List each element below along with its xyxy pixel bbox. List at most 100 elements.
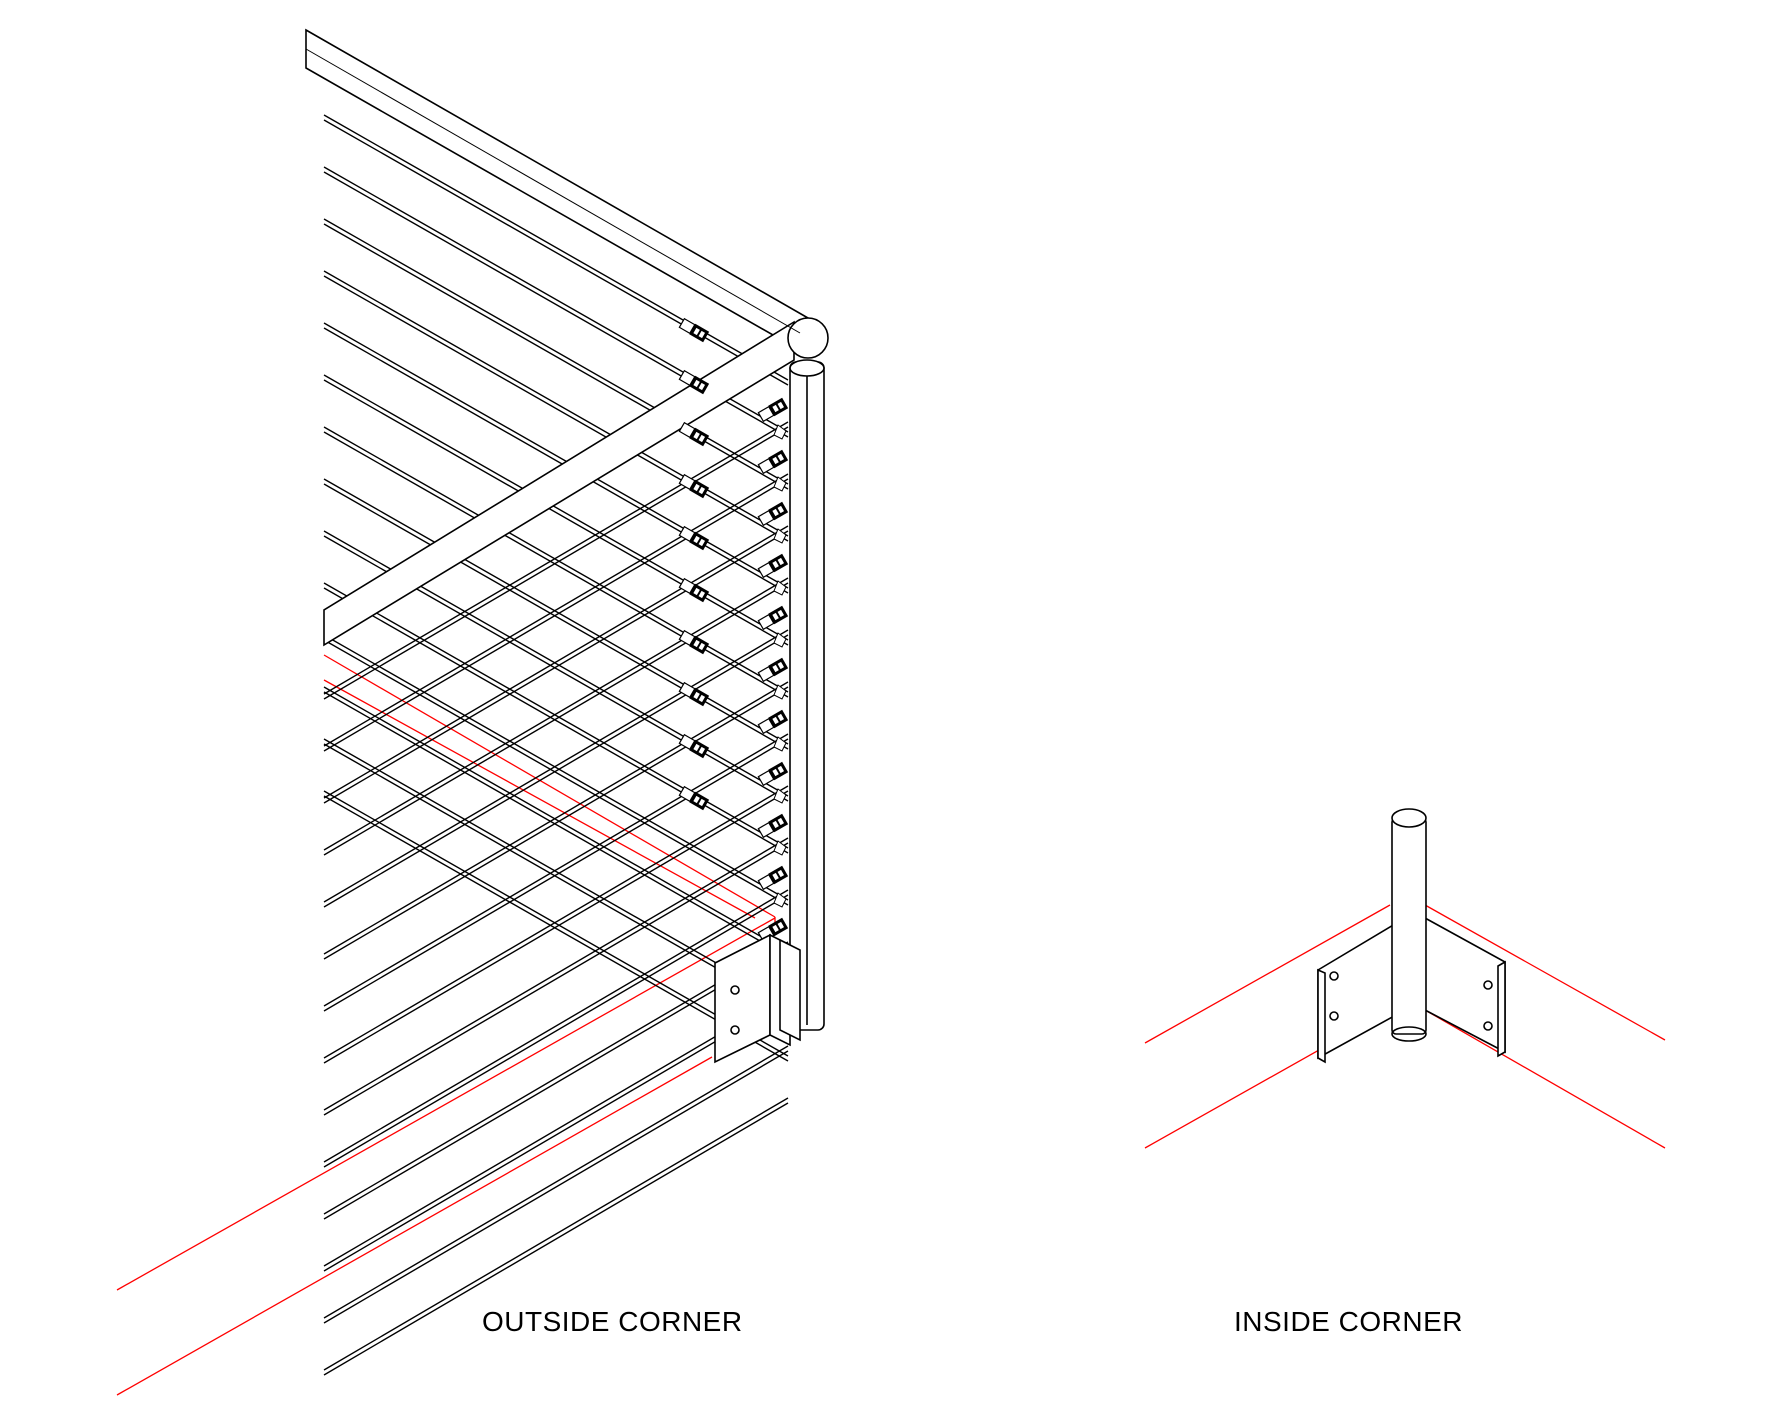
tensioner-right-8-window-b: [777, 765, 785, 774]
cable-right-2: [323, 473, 789, 747]
tensioner-right-9-window-b: [777, 817, 785, 826]
inside-post-tube: [1391, 817, 1427, 1035]
inside-plate-left-edge: [1317, 968, 1326, 1064]
tensioner-right-7-body: [768, 709, 789, 729]
cable-right-edge-2: [323, 478, 789, 752]
cable-left-edge-10: [323, 587, 789, 854]
tensioner-left-7: [678, 629, 710, 655]
tensioner-left-4-window-a: [693, 483, 700, 492]
tensioner-right-clip-8: [773, 788, 787, 804]
tensioner-right-10-body: [768, 865, 789, 885]
tensioner-right-6-body: [768, 657, 789, 677]
tensioner-left-3: [678, 421, 710, 447]
tensioner-right-2: [757, 449, 789, 475]
cable-left-12: [323, 686, 789, 953]
tensioner-right-11-window-b: [777, 921, 785, 930]
bracket-flange: [779, 938, 801, 1042]
tensioner-left-5-window-a: [693, 535, 700, 544]
tensioner-right-11-window-a: [772, 924, 779, 933]
cable-right-edge-7: [323, 738, 789, 1012]
tensioner-left-7-body: [689, 635, 710, 655]
cable-left-edge-8: [323, 483, 789, 750]
cable-right-edge-5: [323, 634, 789, 908]
mounting-bracket-outside: [714, 933, 801, 1064]
tensioner-right-2-window-b: [777, 453, 785, 462]
tensioner-right-7-sleeve: [757, 717, 775, 735]
handrail-back-run: [305, 28, 809, 357]
cable-right-edge-4: [323, 582, 789, 856]
tensioner-right-7: [757, 709, 789, 735]
cable-right-edge-13: [323, 1050, 789, 1324]
cable-right-edge-1: [323, 426, 789, 700]
cable-left-edge-12: [323, 691, 789, 958]
cable-left-10: [323, 582, 789, 849]
tensioner-right-5-sleeve: [757, 613, 775, 631]
tensioner-right-clip-6: [773, 684, 787, 700]
tensioner-left-1-body: [689, 323, 710, 343]
tensioner-left-6-sleeve: [678, 577, 696, 595]
cable-left-edge-11: [323, 639, 789, 906]
cable-right-13: [323, 1045, 789, 1319]
cable-right-edge-12: [323, 998, 789, 1272]
tensioner-left-3-window-b: [698, 434, 706, 443]
inside-plate-right: [1424, 916, 1506, 1054]
deck-edge-line-6: [1144, 904, 1391, 1044]
cable-left-1: [323, 114, 789, 381]
tensioner-right-11: [757, 917, 789, 943]
handrail-corner-elbow: [787, 317, 829, 359]
tensioner-left-9: [678, 733, 710, 759]
tensioner-right-4-window-a: [772, 560, 779, 569]
tensioner-left-5-body: [689, 531, 710, 551]
tensioner-right-1-window-a: [772, 404, 779, 413]
tensioner-right-clip-1: [773, 424, 787, 440]
tensioner-left-2-sleeve: [678, 369, 696, 387]
tensioner-left-6: [678, 577, 710, 603]
cable-left-8: [323, 478, 789, 745]
inside-post-top-cap: [1391, 808, 1427, 828]
tensioner-left-4-sleeve: [678, 473, 696, 491]
tensioner-right-8-body: [768, 761, 789, 781]
tensioner-left-3-sleeve: [678, 421, 696, 439]
tensioner-left-10-window-a: [693, 795, 700, 804]
tensioner-left-5: [678, 525, 710, 551]
top-handrail: [305, 28, 829, 647]
post-top-cap: [789, 359, 825, 377]
tensioner-left-3-body: [689, 427, 710, 447]
tensioner-right-8-window-a: [772, 768, 779, 777]
cables-left-run: [323, 114, 789, 1062]
tensioner-left-4-body: [689, 479, 710, 499]
tensioner-left-10-sleeve: [678, 785, 696, 803]
tensioner-left-2-window-b: [698, 382, 706, 391]
cable-right-edge-11: [323, 946, 789, 1220]
cable-right-edge-14: [323, 1102, 789, 1376]
cable-right-edge-10: [323, 894, 789, 1168]
cable-left-edge-5: [323, 327, 789, 594]
cable-right-1: [323, 421, 789, 695]
tensioner-right-8: [757, 761, 789, 787]
tensioner-right-7-window-b: [777, 713, 785, 722]
cable-left-6: [323, 374, 789, 641]
tensioner-right-6-sleeve: [757, 665, 775, 683]
cable-right-9: [323, 837, 789, 1111]
tensioner-right-1-body: [768, 397, 789, 417]
cable-right-14: [323, 1097, 789, 1371]
cable-left-4: [323, 270, 789, 537]
tensioner-right-3-sleeve: [757, 509, 775, 527]
tensioner-right-10-window-a: [772, 872, 779, 881]
tensioner-right-11-body: [768, 917, 789, 937]
tensioner-right-3-window-a: [772, 508, 779, 517]
tensioner-left-1-sleeve: [678, 317, 696, 335]
cable-right-edge-8: [323, 790, 789, 1064]
tensioner-left-1-window-a: [693, 327, 700, 336]
tensioner-left-9-body: [689, 739, 710, 759]
cable-left-11: [323, 634, 789, 901]
tensioner-right-4: [757, 553, 789, 579]
tensioner-right-4-body: [768, 553, 789, 573]
deck-edge-line-5: [116, 1056, 713, 1396]
bracket-plate-side: [714, 933, 771, 1064]
deck-edge-reference-lines: [116, 654, 1666, 1396]
tensioner-left-8-sleeve: [678, 681, 696, 699]
tensioner-right-6-window-a: [772, 664, 779, 673]
cable-left-edge-14: [323, 795, 789, 1062]
tensioner-left-5-sleeve: [678, 525, 696, 543]
